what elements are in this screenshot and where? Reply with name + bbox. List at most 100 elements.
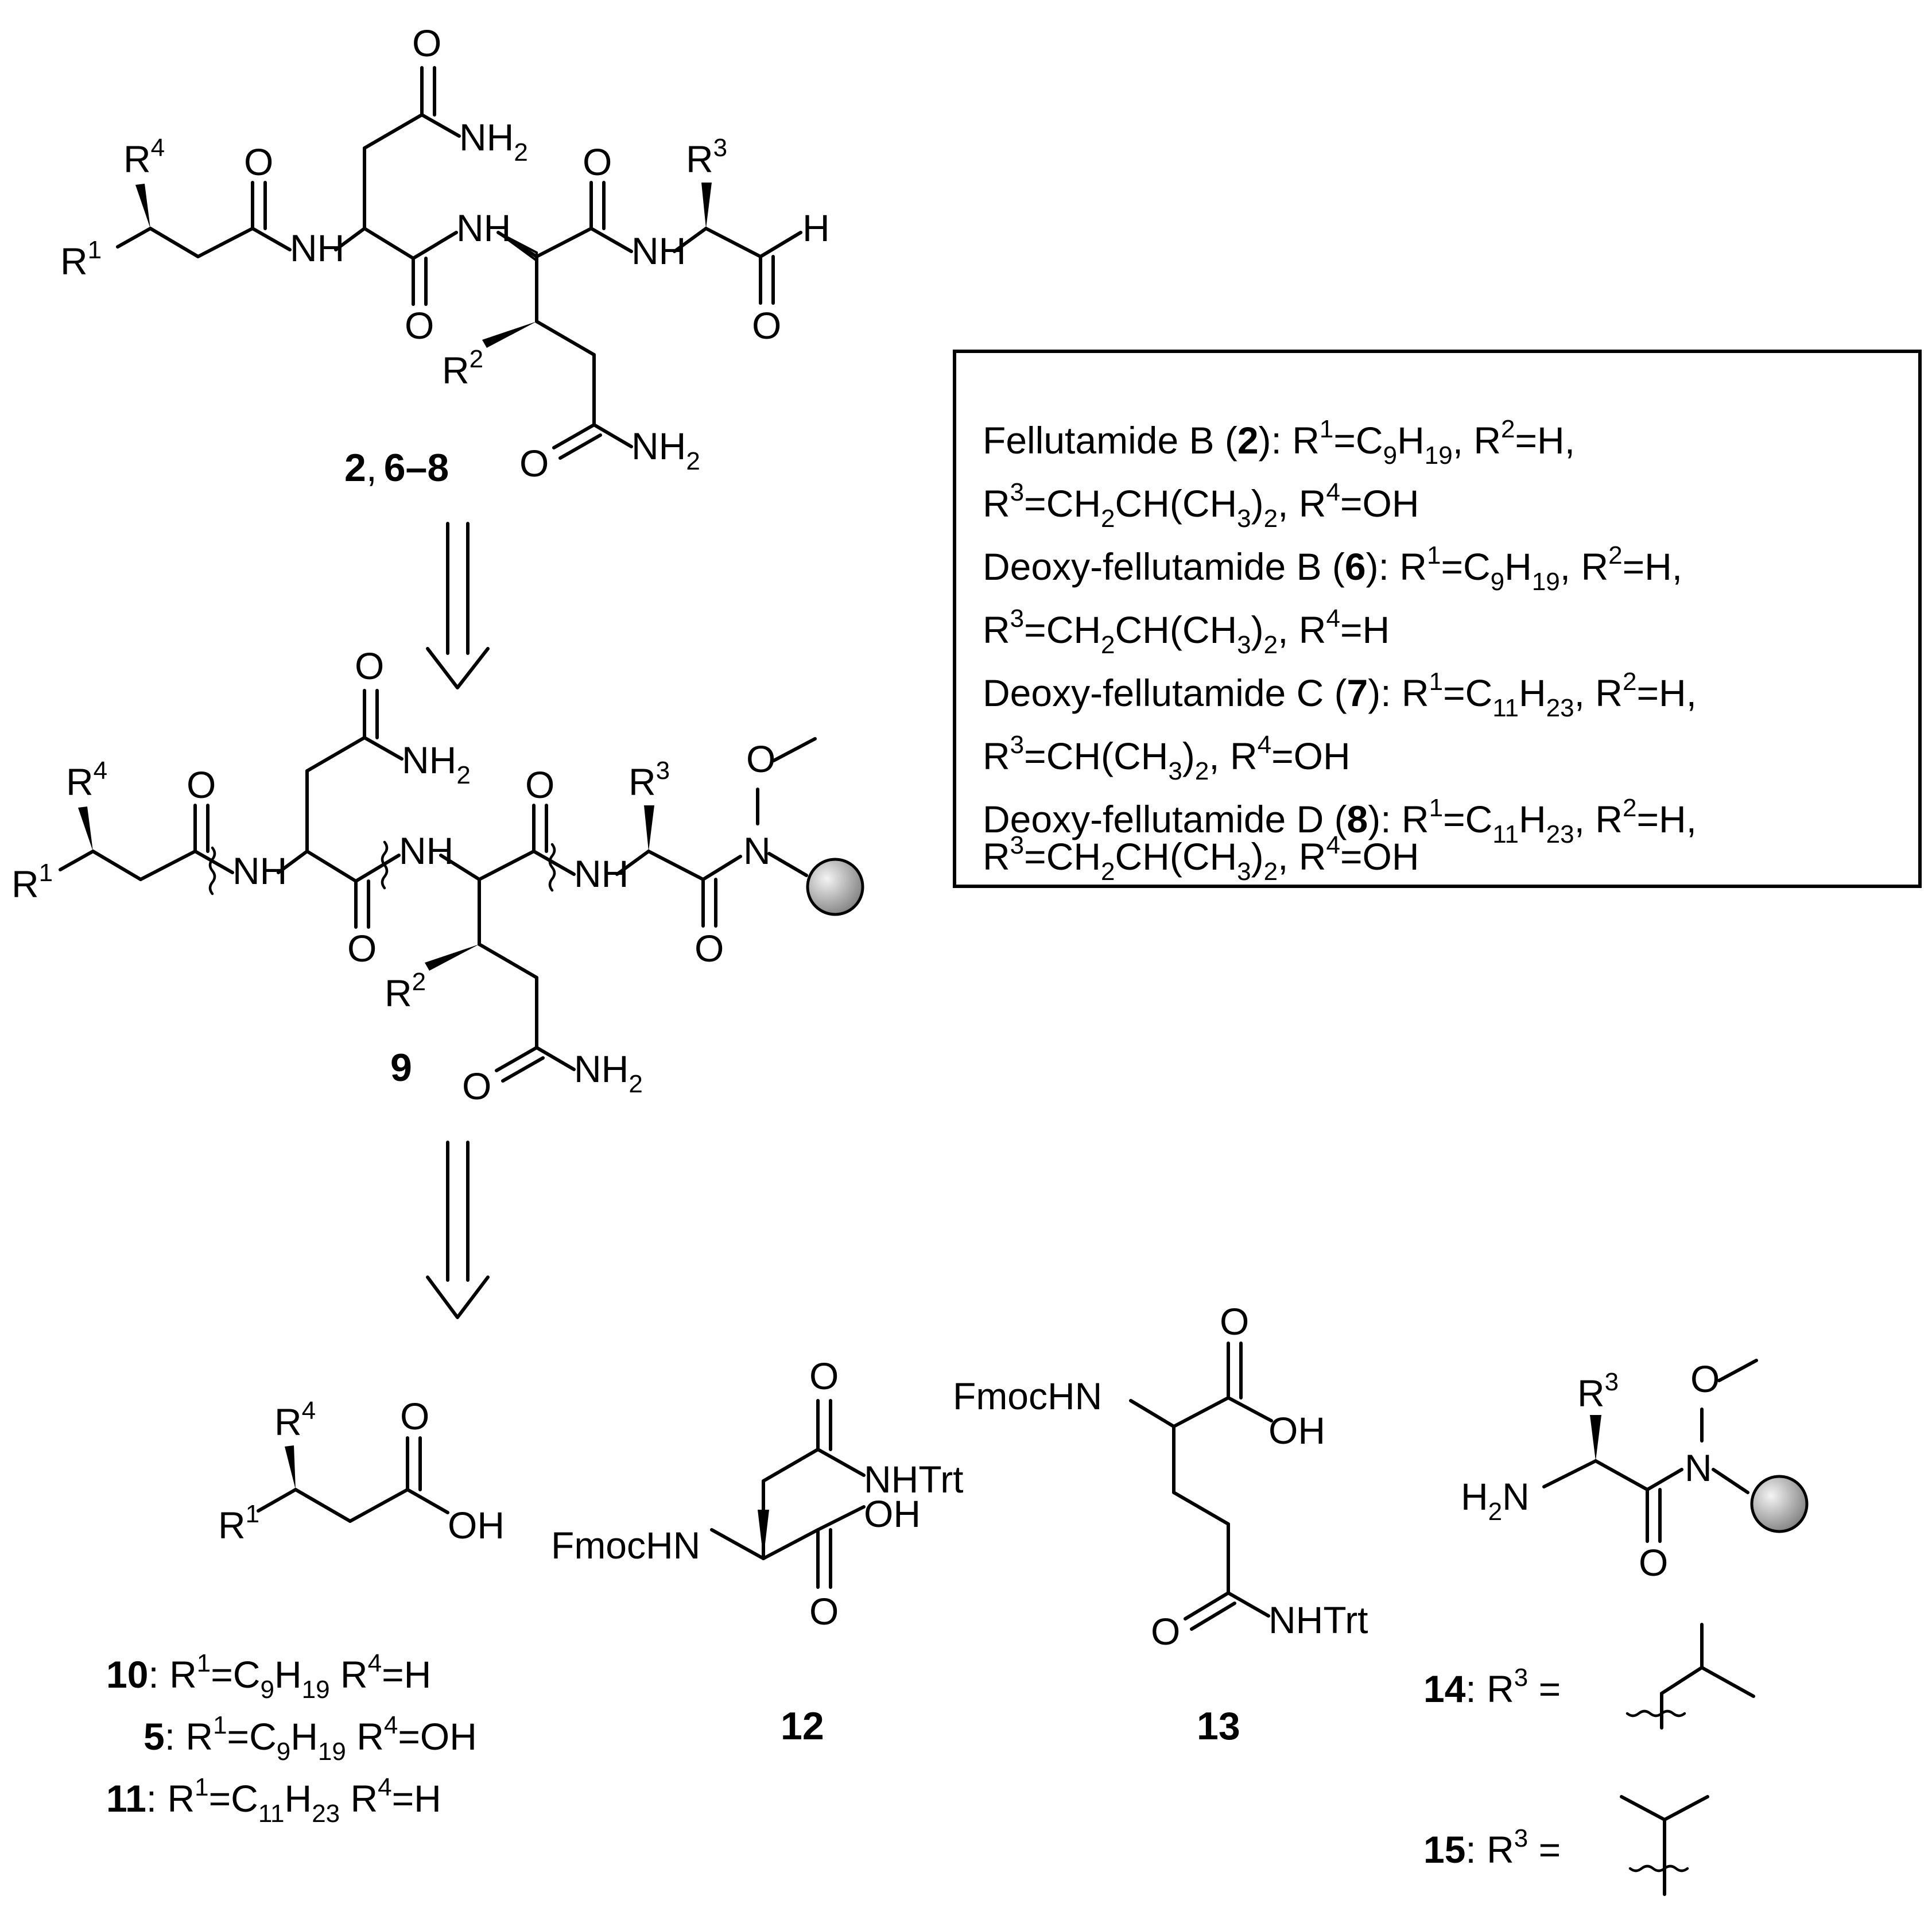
middle-wedge-r2 [425, 944, 479, 971]
nhtrt-label: NHTrt [864, 1458, 964, 1501]
atom-o: O [752, 304, 781, 347]
middle-wedge-r4 [78, 807, 93, 851]
table-row: R3=CH2CH(CH3)2, R4=OH [983, 831, 1419, 886]
atom-o: O [462, 1065, 491, 1107]
atom-o: O [187, 763, 216, 806]
attachment-wavy-15 [1628, 1864, 1689, 1872]
top-bonds [116, 66, 802, 460]
atom-o: O [525, 763, 554, 806]
acid-labels: 10: R1=C9H19 R4=H 5: R1=C9H19 R4=OH 11: … [106, 1649, 477, 1828]
r3-label: R3 [1577, 1368, 1619, 1414]
table-rows: Fellutamide B (2): R1=C9H19, R2=H, R3=CH… [983, 415, 1697, 886]
atom-o: O [1690, 1358, 1720, 1400]
middle-structure: O NH2 O NH O NH O NH O N O O NH2 R1 R4 R… [11, 645, 864, 1107]
fmochn-label: FmocHN [953, 1375, 1102, 1417]
atom-oh: OH [448, 1504, 505, 1546]
top-hash-nh [497, 231, 538, 263]
atom-o: O [244, 141, 273, 183]
middle-bonds [59, 689, 817, 1083]
table-border [953, 350, 1922, 888]
r3-label: R3 [686, 134, 727, 180]
r4-label: R4 [123, 134, 165, 180]
atom-o: O [583, 141, 612, 183]
r3-label-15: 15: R3 = [1423, 1824, 1561, 1871]
atom-o: O [355, 645, 384, 687]
disconnection-wavy-2 [381, 840, 389, 890]
r2-label: R2 [442, 345, 483, 391]
substituent-table: Fellutamide B (2): R1=C9H19, R2=H, R3=CH… [953, 350, 1922, 888]
atom-nh2: NH2 [631, 425, 700, 475]
r4-label: R4 [274, 1397, 316, 1443]
acid-label-row: 11: R1=C11H23 R4=H [106, 1773, 441, 1828]
top-wedge-r3 [701, 183, 712, 228]
acid-label-row: 5: R1=C9H19 R4=OH [143, 1711, 477, 1766]
resin-bead-icon [806, 858, 864, 916]
nhtrt-label: NHTrt [1268, 1599, 1368, 1641]
atom-oh: OH [1268, 1409, 1325, 1452]
r1-label: R1 [60, 236, 102, 282]
atom-nh2: NH2 [574, 1048, 643, 1098]
atom-o: O [347, 927, 377, 970]
top-structure: O NH2 O NH O NH O NH O H O NH2 R1 R4 R2 … [60, 22, 830, 490]
atom-o: O [695, 927, 724, 970]
disconnection-wavy-1 [208, 846, 216, 895]
top-wedge-r2 [482, 321, 537, 348]
gln-fragment-13: FmocHN O OH O NHTrt 13 [953, 1300, 1368, 1748]
asn-wedge [758, 1510, 769, 1558]
table-row: R3=CH2CH(CH3)2, R4=H [983, 604, 1390, 659]
atom-o: O [400, 1395, 429, 1437]
top-atoms: O NH2 O NH O NH O NH O H O NH2 R1 R4 R2 … [60, 22, 830, 484]
compound-label-9: 9 [390, 1046, 412, 1090]
atom-o: O [809, 1590, 839, 1633]
compound-label-2-6-8: 2,6–8 [344, 446, 449, 490]
acid-fragment: R1 R4 O OH 10: R1=C9H19 R4=H 5: R1=C9H19… [106, 1395, 505, 1828]
retro-arrow-1 [426, 522, 490, 689]
atom-nh2: NH2 [402, 739, 471, 789]
atom-n: N [743, 829, 771, 872]
middle-atoms: O NH2 O NH O NH O NH O N O O NH2 R1 R4 R… [11, 645, 775, 1107]
compound-label-12: 12 [781, 1704, 824, 1748]
atom-nh: NH [290, 227, 344, 269]
atom-nh: NH [399, 829, 453, 872]
disconnection-wavy-3 [548, 843, 556, 892]
atom-n: N [1685, 1447, 1712, 1489]
table-row: Deoxy-fellutamide D (8): R1=C11H23, R2=H… [983, 794, 1697, 848]
middle-wedge-r3 [644, 805, 654, 851]
amine-wedge [1590, 1415, 1601, 1461]
retro-arrow-2 [426, 1141, 490, 1319]
acid-wedge [285, 1445, 296, 1490]
fmochn-label: FmocHN [551, 1524, 700, 1567]
compound-label-13: 13 [1197, 1704, 1240, 1748]
atom-o: O [1220, 1300, 1249, 1343]
atom-h: H [802, 207, 830, 249]
atom-o: O [405, 304, 434, 347]
acid-label-row: 10: R1=C9H19 R4=H [106, 1649, 431, 1704]
atom-o: O [412, 22, 441, 64]
r4-label: R4 [66, 757, 107, 803]
r1-label: R1 [218, 1500, 259, 1546]
asn-fragment-12: FmocHN O NHTrt OH O 12 [551, 1355, 964, 1748]
r2-label: R2 [385, 968, 426, 1014]
atom-o: O [746, 738, 775, 780]
atom-o: O [1639, 1541, 1668, 1584]
atom-nh: NH [574, 852, 629, 895]
r3-label-14: 14: R3 = [1423, 1664, 1561, 1710]
top-wedge-r4 [135, 184, 150, 228]
table-row: Fellutamide B (2): R1=C9H19, R2=H, [983, 415, 1575, 470]
atom-oh: OH [864, 1492, 921, 1535]
table-row: R3=CH(CH3)2, R4=OH [983, 731, 1351, 785]
table-row: Deoxy-fellutamide C (7): R1=C11H23, R2=H… [983, 668, 1697, 722]
h2n-label: H2N [1461, 1475, 1530, 1526]
resin-amine-fragment: H2N R3 N O O 14: R3 = 15: R3 = [1423, 1358, 1809, 1896]
atom-nh: NH [456, 207, 511, 249]
atom-nh2: NH2 [459, 116, 528, 166]
attachment-wavy-14 [1625, 1709, 1686, 1717]
resin-bead-icon [1750, 1475, 1809, 1533]
atom-o: O [809, 1355, 839, 1397]
table-row: Deoxy-fellutamide B (6): R1=C9H19, R2=H, [983, 541, 1682, 596]
atom-nh: NH [631, 230, 686, 272]
r1-label: R1 [11, 859, 53, 905]
table-row: R3=CH2CH(CH3)2, R4=OH [983, 478, 1419, 533]
atom-nh: NH [232, 850, 287, 892]
